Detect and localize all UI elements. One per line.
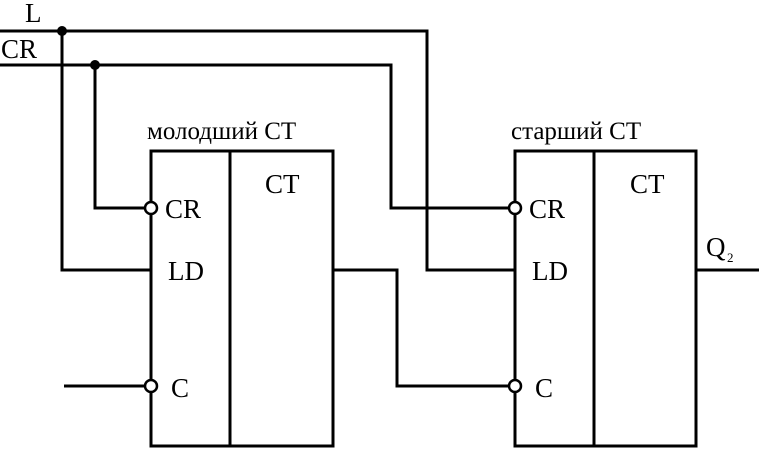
counter-low-cr-inversion-bubble xyxy=(143,200,159,216)
counter-high-header: СТ xyxy=(630,169,665,199)
output-label-q-subscript: 2 xyxy=(727,250,734,265)
wire-cr-to-low-cr xyxy=(93,65,145,210)
counter-high-pin-cr: CR xyxy=(529,194,565,224)
output-label-q: Q xyxy=(706,232,726,262)
counter-high: старший СТ СТ CR LD C xyxy=(507,118,698,448)
counter-high-pin-c: C xyxy=(535,373,553,403)
counter-low-header: СТ xyxy=(265,169,300,199)
counter-high-box xyxy=(513,149,698,448)
counter-low-pin-ld: LD xyxy=(168,256,204,286)
input-label-cr: CR xyxy=(1,34,37,64)
wire-l-to-low-ld xyxy=(60,31,151,272)
counter-low-pin-cr: CR xyxy=(165,194,201,224)
counter-high-pin-ld: LD xyxy=(532,256,568,286)
junction-dot-l xyxy=(57,26,67,36)
counter-low-title: молодший СТ xyxy=(147,118,296,145)
junction-dot-cr xyxy=(90,60,100,70)
counter-low-pin-c: C xyxy=(171,373,189,403)
counter-high-c-inversion-bubble xyxy=(507,378,523,394)
counter-low-box xyxy=(149,149,335,448)
counter-high-title: старший СТ xyxy=(511,118,641,145)
counter-low: молодший СТ СТ CR LD C xyxy=(143,118,335,448)
counter-high-cr-inversion-bubble xyxy=(507,200,523,216)
input-label-l: L xyxy=(25,0,42,28)
wire-l-bus xyxy=(0,29,515,272)
wire-cr-bus xyxy=(0,63,509,210)
counter-low-c-inversion-bubble xyxy=(143,378,159,394)
wire-low-out-to-high-c xyxy=(333,268,509,388)
